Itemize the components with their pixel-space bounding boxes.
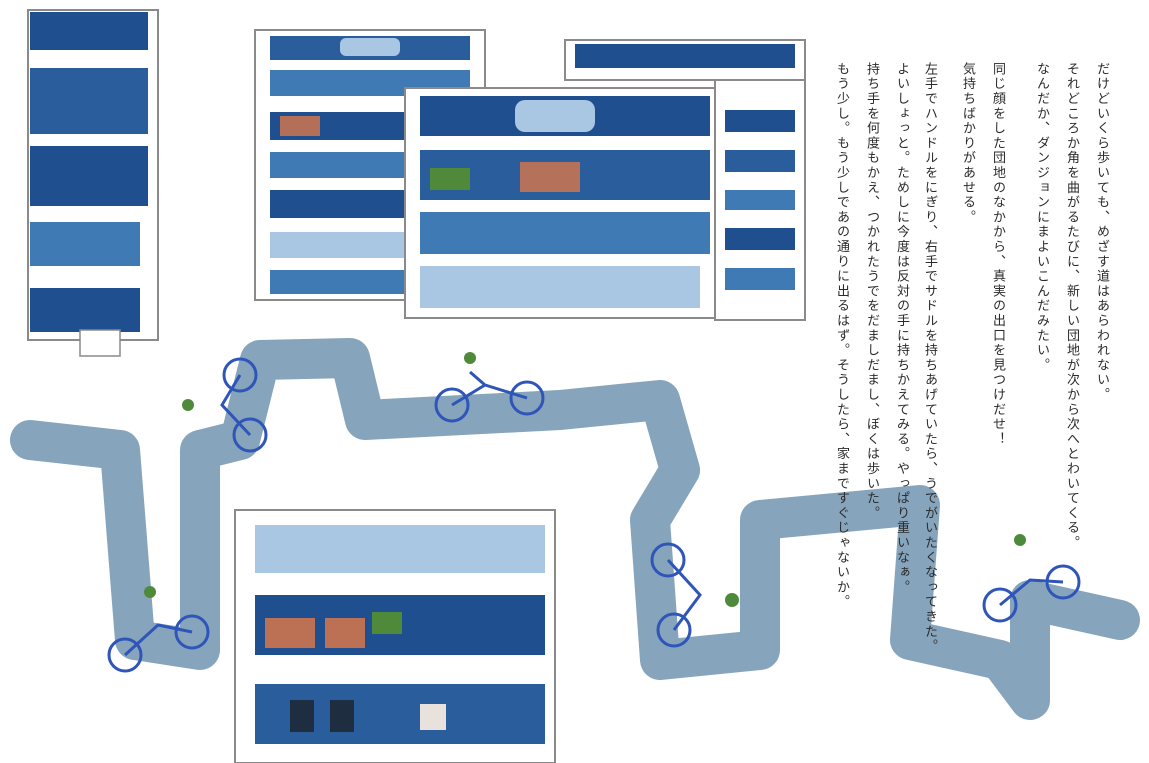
boy-with-bicycle-icon (982, 534, 1081, 623)
text-line-5: 気持ちばかりがあせる。 (960, 62, 975, 225)
boy-with-bicycle-icon (434, 352, 545, 423)
text-line-4: 同じ顔をした団地のなかから、真実の出口を見つけだせ！ (990, 62, 1005, 447)
text-line-9: もう少し。もう少しであの通りに出るはず。そうしたら、家まですぐじゃないか。 (834, 62, 849, 610)
building-top-left (27, 9, 159, 357)
boy-with-bicycle-icon (107, 586, 210, 673)
text-line-8: 持ち手を何度もかえ、つかれたうでをだましだまし、ぼくは歩いた。 (864, 62, 879, 521)
boy-with-bicycle-icon (182, 357, 268, 453)
text-line-2: それどころか角を曲がるたびに、新しい団地が次から次へとわいてくる。 (1064, 62, 1079, 551)
winding-road (10, 338, 1140, 720)
text-line-1: だけどいくら歩いても、めざす道はあらわれない。 (1094, 62, 1109, 403)
text-line-7: よいしょっと。ためしに今度は反対の手に持ちかえてみる。やっぱり重いなぁ。 (894, 62, 909, 595)
building-top-right (404, 39, 806, 321)
text-line-3: なんだか、ダンジョンにまよいこんだみたい。 (1034, 62, 1049, 373)
boy-with-bicycle-icon (650, 542, 739, 648)
building-bottom-center (234, 509, 556, 763)
text-line-6: 左手でハンドルをにぎり、右手でサドルを持ちあげていたら、うでがいたくなってきた。 (922, 62, 937, 654)
